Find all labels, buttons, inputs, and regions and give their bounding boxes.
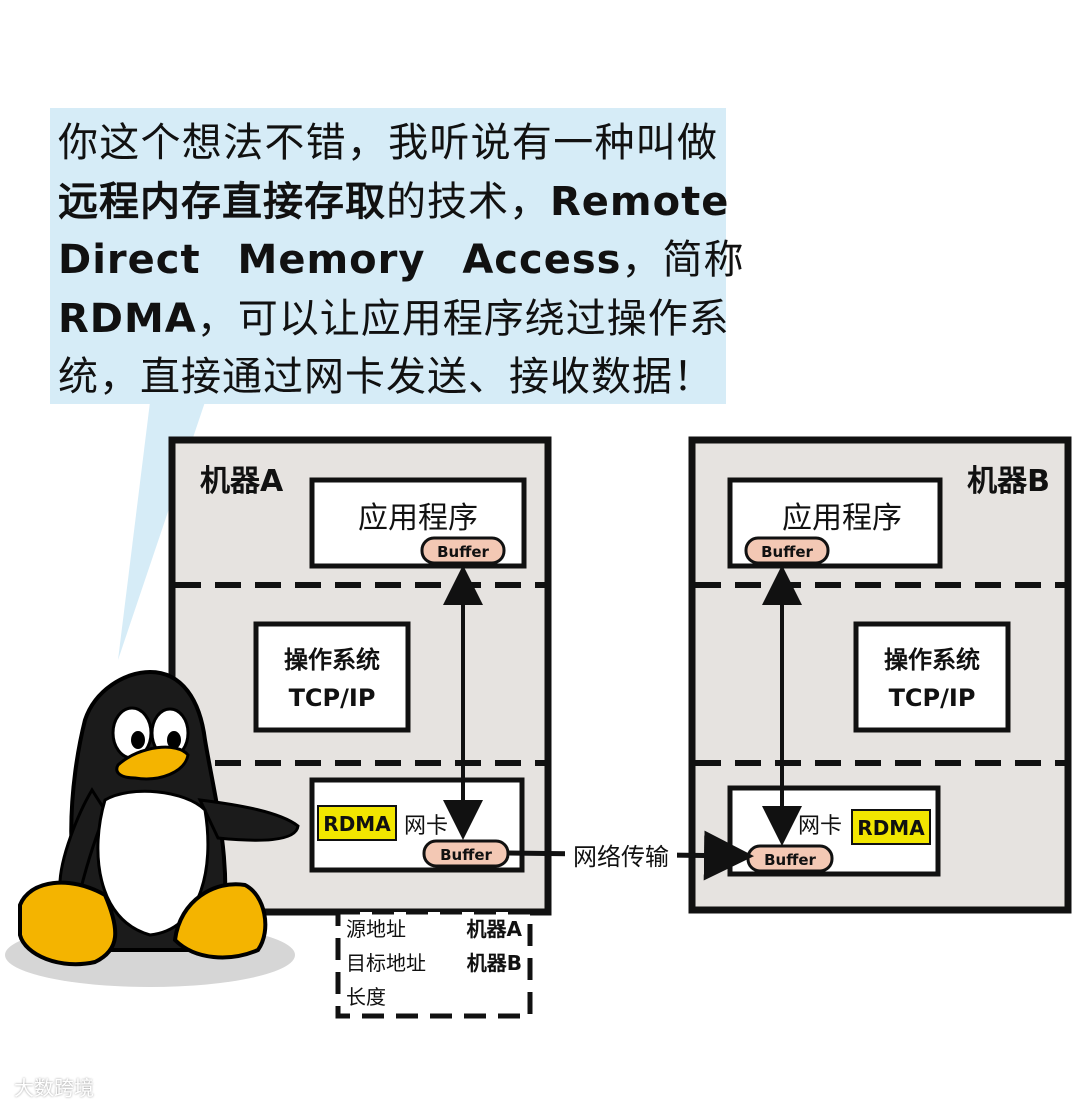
machine-a-nic-buffer-label: Buffer bbox=[440, 846, 492, 864]
bubble-line-4: RDMA，可以让应用程序绕过操作系 bbox=[58, 290, 729, 349]
penguin-right-pupil bbox=[167, 731, 181, 749]
packet-dst-value: 机器B bbox=[467, 951, 522, 975]
bubble-bold-rdma-full: Direct Memory Access bbox=[58, 237, 622, 283]
machine-b-app-buffer-label: Buffer bbox=[761, 543, 813, 561]
machine-b-app-label: 应用程序 bbox=[782, 501, 902, 536]
machine-a-rdma-label: RDMA bbox=[323, 812, 391, 836]
bubble-line-3: Direct Memory Access，简称 bbox=[58, 231, 743, 290]
machine-a-nic-label: 网卡 bbox=[404, 814, 448, 839]
bubble-line-4-rest: ，可以让应用程序绕过操作系 bbox=[196, 295, 730, 342]
packet-length-label: 长度 bbox=[346, 985, 386, 1009]
machine-b-rdma-badge bbox=[851, 809, 931, 845]
speech-bubble bbox=[50, 108, 726, 404]
machine-a-os-box bbox=[253, 621, 411, 733]
watermark: 大数跨境 bbox=[14, 1076, 94, 1100]
bubble-line-1: 你这个想法不错，我听说有一种叫做 bbox=[58, 120, 718, 166]
bubble-line-2-rest: 的技术， bbox=[386, 178, 550, 225]
penguin-right-foot bbox=[172, 882, 268, 960]
machine-a-title: 机器A bbox=[200, 464, 284, 499]
bubble-line-3-rest: ，简称 bbox=[621, 237, 745, 283]
machine-b-os-box bbox=[853, 621, 1011, 733]
bubble-bold-rdma: RDMA bbox=[58, 295, 197, 342]
machine-a-app-buffer-label: Buffer bbox=[437, 543, 489, 561]
bubble-bold-term: 远程内存直接存取 bbox=[58, 178, 386, 225]
penguin-left-pupil bbox=[131, 731, 145, 749]
machine-b-nic-label: 网卡 bbox=[798, 814, 842, 839]
penguin-beak bbox=[115, 745, 190, 781]
machine-b-title: 机器B bbox=[967, 464, 1050, 499]
packet-header-frame bbox=[335, 909, 533, 1019]
packet-header: 源地址 机器A 目标地址 机器B 长度 bbox=[335, 909, 533, 1019]
packet-src-label: 源地址 bbox=[346, 917, 406, 941]
bubble-line-5: 统，直接通过网卡发送、接收数据！ bbox=[58, 354, 714, 400]
penguin-arm bbox=[197, 798, 300, 842]
network-label: 网络传输 bbox=[573, 843, 669, 871]
penguin-illustration bbox=[5, 669, 300, 987]
bubble-line-2: 远程内存直接存取的技术，Remote bbox=[58, 173, 728, 232]
machine-b: 机器B 应用程序 Buffer 操作系统 TCP/IP 网卡 RDMA Buff… bbox=[688, 436, 1072, 914]
machine-b-nic-buffer-label: Buffer bbox=[764, 851, 816, 869]
machine-a: 机器A 应用程序 Buffer 操作系统 TCP/IP RDMA 网卡 Buff… bbox=[168, 436, 552, 916]
machine-a-app-buffer bbox=[420, 536, 506, 565]
machine-a-rdma-badge bbox=[317, 805, 397, 841]
machine-b-app-buffer bbox=[744, 536, 830, 565]
machine-a-app-label: 应用程序 bbox=[358, 501, 478, 536]
speech-bubble-text: 你这个想法不错，我听说有一种叫做 远程内存直接存取的技术，Remote Dire… bbox=[58, 114, 743, 407]
machine-a-os-label: 操作系统 bbox=[284, 646, 380, 674]
penguin-left-foot bbox=[18, 880, 118, 967]
machine-b-rdma-label: RDMA bbox=[857, 816, 925, 840]
packet-dst-label: 目标地址 bbox=[346, 951, 426, 975]
bubble-bold-remote: Remote bbox=[550, 178, 730, 225]
machine-b-tcpip-label: TCP/IP bbox=[889, 684, 976, 712]
packet-src-value: 机器A bbox=[467, 917, 523, 941]
machine-b-os-label: 操作系统 bbox=[884, 646, 980, 674]
network-label-bg bbox=[565, 840, 677, 872]
machine-a-tcpip-label: TCP/IP bbox=[289, 684, 376, 712]
